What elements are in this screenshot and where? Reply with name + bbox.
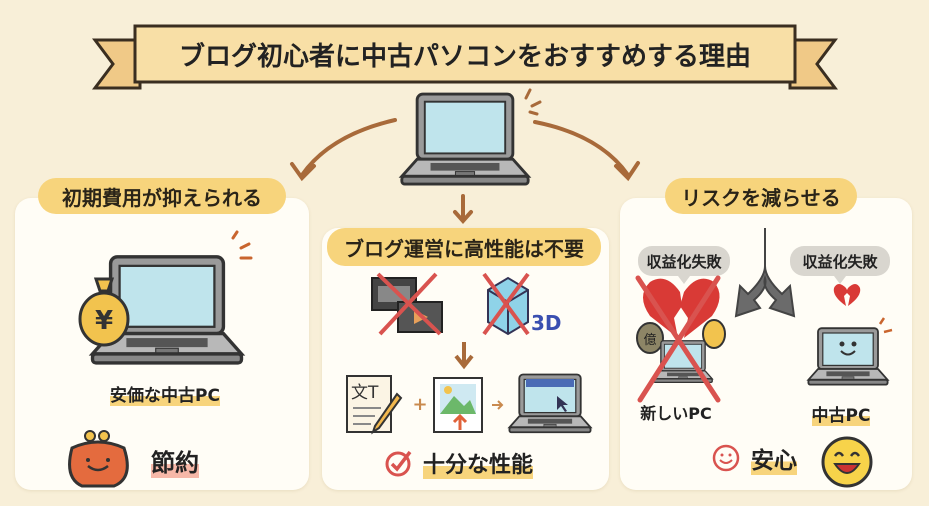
sparkle-icon <box>231 230 253 260</box>
happy-laptop-icon <box>807 317 893 386</box>
check-icon <box>385 450 412 477</box>
arrow-right-icon <box>492 400 504 410</box>
arrow-right-head <box>614 161 640 182</box>
result-performance: 十分な性能 <box>416 446 540 480</box>
purse-icon <box>68 430 129 488</box>
laughing-emoji-icon <box>821 436 873 488</box>
result-relief-text: 安心 <box>751 441 797 475</box>
smile-icon <box>712 444 740 472</box>
title-banner <box>92 24 838 90</box>
heading-cost: 初期費用が抑えられる <box>38 178 286 214</box>
label-new-pc: 新しいPC <box>640 404 712 423</box>
page-title: ブログ初心者に中古パソコンをおすすめする理由 <box>178 41 751 72</box>
result-relief: 安心 <box>744 440 804 476</box>
result-saving: 節約 <box>140 440 210 480</box>
arrow-right <box>533 120 630 177</box>
label-used-pc-text: 中古PC <box>811 400 871 426</box>
svg-text:億: 億 <box>643 332 656 348</box>
svg-text:文T: 文T <box>351 383 379 403</box>
center-laptop-icon <box>398 90 532 190</box>
caption-cheap-pc-text: 安価な中古PC <box>110 380 220 406</box>
bubble-new-pc-failure: 収益化失敗 <box>638 246 730 284</box>
arrow-down <box>453 194 473 225</box>
bubble-used-pc-failure: 収益化失敗 <box>790 246 890 284</box>
writing-icon: 文T <box>346 375 403 435</box>
arrow-down-icon <box>454 342 474 370</box>
svg-text:¥: ¥ <box>95 306 113 336</box>
svg-text:3D: 3D <box>531 311 562 335</box>
label-used-pc: 中古PC <box>806 400 876 426</box>
money-bag-icon: ¥ <box>78 277 130 347</box>
new-pc-loss-icon: 億 <box>635 275 726 403</box>
heading-risk: リスクを減らせる <box>665 178 857 214</box>
heading-performance: ブログ運営に高性能は不要 <box>327 228 601 266</box>
split-arrow-icon <box>734 228 796 318</box>
result-performance-text: 十分な性能 <box>422 447 533 479</box>
arrow-left <box>300 118 397 177</box>
3d-modeling-icon: 3D <box>482 272 562 336</box>
broken-heart-icon <box>833 284 861 306</box>
arrow-left-head <box>290 162 316 182</box>
video-editing-icon <box>371 272 443 336</box>
plus-icon: + <box>412 393 428 415</box>
image-upload-icon <box>433 377 483 433</box>
result-saving-text: 節約 <box>151 442 199 478</box>
caption-cheap-pc: 安価な中古PC <box>95 378 235 408</box>
browser-laptop-icon <box>508 373 592 434</box>
